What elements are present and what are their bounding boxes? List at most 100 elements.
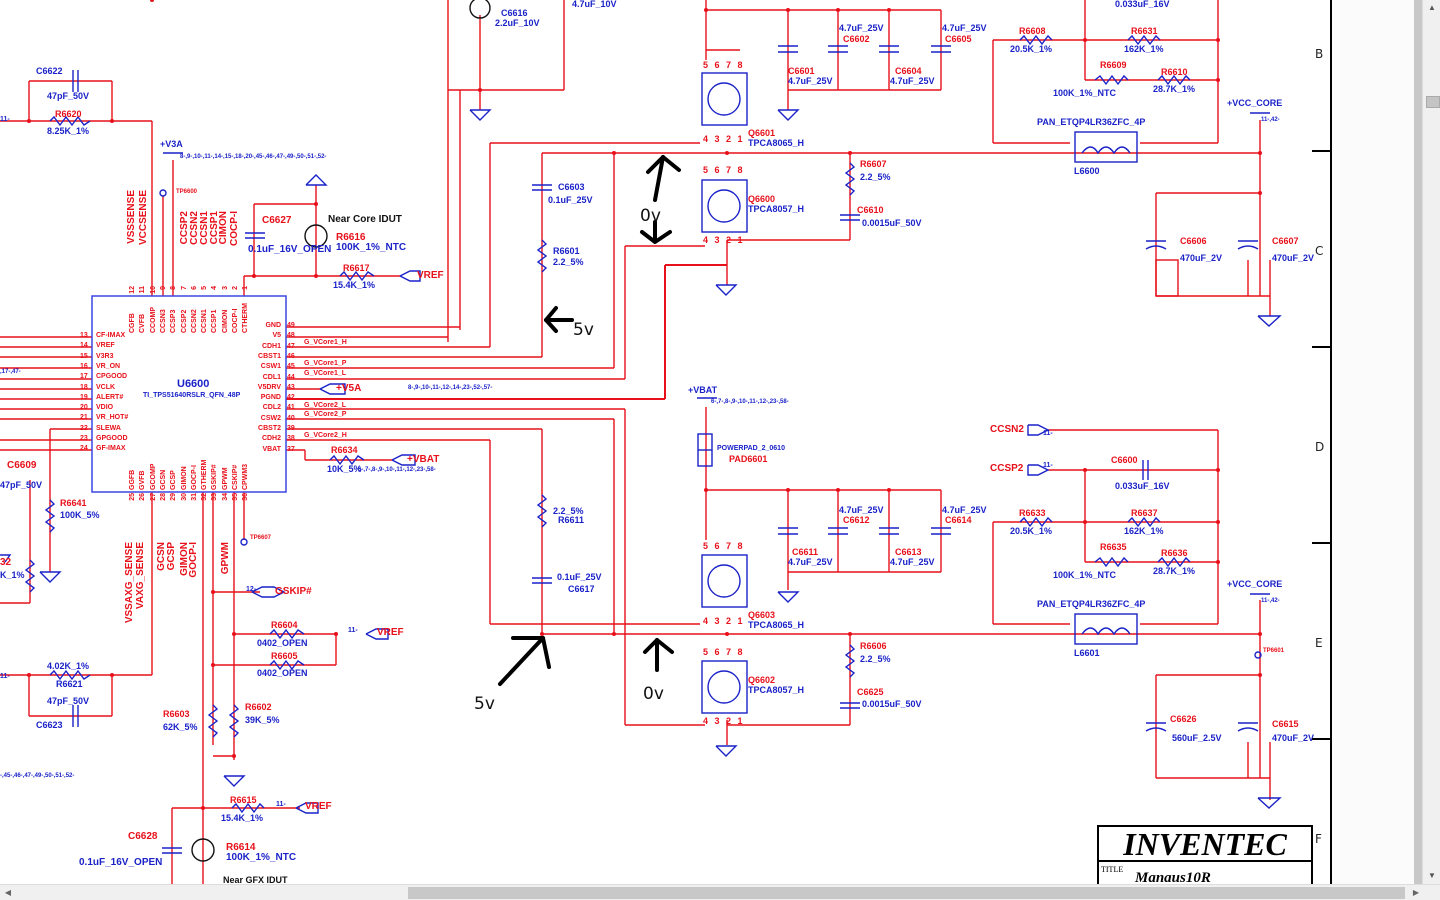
net-ccsn2-port[interactable]: CCSN2: [990, 424, 1024, 435]
r6616-ref[interactable]: R6616: [336, 232, 366, 243]
net-vssaxg-sense[interactable]: VSSAXG_SENSE: [124, 542, 135, 624]
net-vsssense[interactable]: VSSSENSE: [126, 190, 137, 244]
schematic-canvas[interactable]: 0v 5v 5v 0v U6600 TI_TPS51640RSLR_QFN_48…: [0, 0, 1422, 884]
c6611-ref[interactable]: C6611: [792, 547, 819, 557]
vertical-scrollbar[interactable]: ▲ ▼: [1422, 0, 1440, 884]
scroll-left-button[interactable]: ◀: [4, 888, 12, 897]
u6600-refdes[interactable]: U6600: [177, 378, 210, 390]
net-vcc-core-top[interactable]: +VCC_CORE: [1227, 98, 1283, 108]
c6613-ref[interactable]: C6613: [895, 547, 922, 557]
r6633-ref[interactable]: R6633: [1019, 508, 1046, 518]
r6620-ref[interactable]: R6620: [55, 109, 82, 119]
scroll-down-button[interactable]: ▼: [1428, 871, 1436, 880]
c6628-ref[interactable]: C6628: [128, 831, 158, 842]
tp6600-ref[interactable]: TP6600: [176, 189, 198, 195]
c6600-ref[interactable]: C6600: [1111, 455, 1138, 465]
c6616-ref[interactable]: C6616: [501, 8, 528, 18]
net-ccsp2-port[interactable]: CCSP2: [990, 463, 1024, 474]
c6605-ref[interactable]: C6605: [945, 34, 972, 44]
horizontal-scrollbar[interactable]: ◀ ▶: [0, 884, 1440, 900]
r6631-ref[interactable]: R6631: [1131, 26, 1158, 36]
vertical-scroll-thumb[interactable]: [1426, 96, 1440, 108]
net-vbat[interactable]: +VBAT: [407, 454, 440, 465]
net-g-vcore2-p[interactable]: G_VCore2_P: [304, 411, 347, 418]
net-vref-top[interactable]: VREF: [417, 270, 444, 281]
net-vref-bottom[interactable]: VREF: [305, 801, 332, 812]
r6608-ref[interactable]: R6608: [1019, 26, 1046, 36]
r-left-ref[interactable]: 32: [0, 557, 12, 568]
q6603-ref[interactable]: Q6603: [748, 610, 776, 620]
r6636-ref[interactable]: R6636: [1161, 548, 1188, 558]
r6606-ref[interactable]: R6606: [860, 641, 887, 651]
r6617-ref[interactable]: R6617: [343, 263, 370, 273]
c6603-ref[interactable]: C6603: [558, 182, 585, 192]
r6621-ref[interactable]: R6621: [56, 679, 83, 689]
r6604-ref[interactable]: R6604: [271, 620, 298, 630]
c6600-top-value: 0.033uF_16V: [1115, 0, 1170, 9]
net-cimon[interactable]: CIMON: [218, 211, 229, 245]
horizontal-scroll-thumb[interactable]: [408, 887, 1405, 899]
c6617-ref[interactable]: C6617: [568, 584, 595, 594]
pin-number: 5: [201, 286, 209, 290]
c6623-ref[interactable]: C6623: [36, 720, 63, 730]
r6607-ref[interactable]: R6607: [860, 159, 887, 169]
net-gpwm[interactable]: GPWM: [220, 542, 231, 575]
net-vref-mid[interactable]: VREF: [377, 627, 404, 638]
c6601-ref[interactable]: C6601: [788, 66, 815, 76]
net-vccsense[interactable]: VCCSENSE: [138, 190, 149, 246]
r6634-ref[interactable]: R6634: [331, 445, 358, 455]
net-g-vcore2-l[interactable]: G_VCore2_L: [304, 402, 347, 409]
net-vaxg-sense[interactable]: VAXG_SENSE: [135, 542, 146, 610]
r6637-ref[interactable]: R6637: [1131, 508, 1158, 518]
r6615-ref[interactable]: R6615: [230, 795, 257, 805]
scroll-up-button[interactable]: ▲: [1428, 3, 1436, 12]
net-gcsp[interactable]: GCSP: [166, 542, 177, 571]
r6609-ref[interactable]: R6609: [1100, 60, 1127, 70]
c6625-ref[interactable]: C6625: [857, 687, 884, 697]
r6602-ref[interactable]: R6602: [245, 702, 272, 712]
net-gocp[interactable]: GOCP-I: [188, 542, 199, 578]
c6602-ref[interactable]: C6602: [843, 34, 870, 44]
l6600-ref[interactable]: L6600: [1074, 166, 1100, 176]
tp6601-ref[interactable]: TP6601: [1263, 648, 1285, 654]
q6602-ref[interactable]: Q6602: [748, 675, 776, 685]
net-v3a[interactable]: +V3A: [160, 139, 183, 149]
c6612-ref[interactable]: C6612: [843, 515, 870, 525]
net-vcc-core-bottom[interactable]: +VCC_CORE: [1227, 579, 1283, 589]
r6605-ref[interactable]: R6605: [271, 651, 298, 661]
c6606-ref[interactable]: C6606: [1180, 236, 1207, 246]
tp6607-ref[interactable]: TP6607: [250, 535, 272, 541]
c6607-ref[interactable]: C6607: [1272, 236, 1299, 246]
r6614-ref[interactable]: R6614: [226, 842, 256, 853]
net-gskip[interactable]: GSKIP#: [275, 586, 312, 597]
r6603-ref[interactable]: R6603: [163, 709, 190, 719]
pad6601-ref[interactable]: PAD6601: [729, 454, 768, 464]
c6609-ref[interactable]: C6609: [7, 460, 37, 471]
c6615-ref[interactable]: C6615: [1272, 719, 1299, 729]
net-g-vcore1-l[interactable]: G_VCore1_L: [304, 370, 347, 377]
net-v5a[interactable]: +V5A: [336, 383, 362, 394]
r6610-ref[interactable]: R6610: [1161, 67, 1188, 77]
c6626-ref[interactable]: C6626: [1170, 714, 1197, 724]
pin-name-cdl1: CDL1: [262, 373, 281, 381]
r6641-ref[interactable]: R6641: [60, 498, 87, 508]
c6622-ref[interactable]: C6622: [36, 66, 63, 76]
u6600-body[interactable]: [91, 295, 287, 493]
r6601-ref[interactable]: R6601: [553, 246, 580, 256]
r6611-ref[interactable]: R6611: [558, 515, 585, 525]
c6610-ref[interactable]: C6610: [857, 205, 884, 215]
net-g-vcore2-h[interactable]: G_VCore2_H: [304, 432, 347, 439]
scroll-right-button[interactable]: ▶: [1412, 888, 1420, 897]
r6635-ref[interactable]: R6635: [1100, 542, 1127, 552]
c6604-ref[interactable]: C6604: [895, 66, 922, 76]
l6601-ref[interactable]: L6601: [1074, 648, 1100, 658]
net-vbat-pad[interactable]: +VBAT: [688, 385, 718, 395]
net-g-vcore1-p[interactable]: G_VCore1_P: [304, 360, 347, 367]
net-g-vcore1-h[interactable]: G_VCore1_H: [304, 339, 347, 346]
pin-number: 14: [80, 342, 88, 350]
c6627-ref[interactable]: C6627: [262, 215, 292, 226]
net-cocp[interactable]: COCP-I: [229, 211, 240, 246]
q6600-ref[interactable]: Q6600: [748, 194, 776, 204]
q6601-ref[interactable]: Q6601: [748, 128, 776, 138]
c6614-ref[interactable]: C6614: [945, 515, 972, 525]
